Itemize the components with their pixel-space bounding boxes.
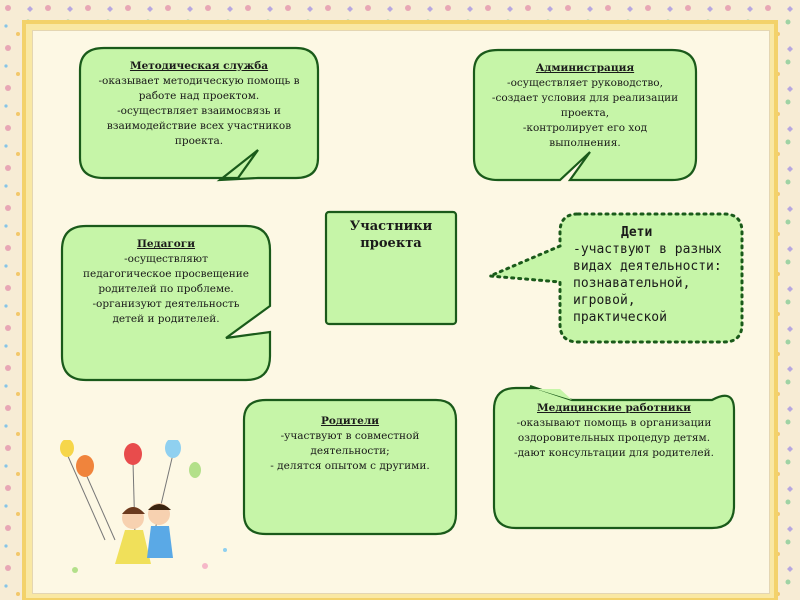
node-med: Медицинские работники -оказывают помощь … (498, 401, 730, 461)
node-roditeli: Родители -участвуют в совместной деятель… (248, 414, 452, 474)
node-med-title: Медицинские работники (537, 402, 691, 414)
bubble-roditeli (242, 398, 458, 536)
node-roditeli-line: -участвуют в совместной (280, 430, 420, 442)
bubble-pedagogi (60, 224, 272, 382)
bubble-metod (78, 46, 320, 182)
node-metod-line: -осуществляет взаимосвязь и (117, 105, 281, 117)
node-metod-line: взаимодействие всех участников (106, 120, 292, 132)
center-title-line: проекта (360, 236, 422, 251)
node-pedagogi-line: -организуют деятельность (92, 298, 240, 310)
node-admin-line: -осуществляет руководство, (507, 77, 663, 89)
node-med-line: -оказывают помощь в организации (516, 417, 712, 429)
balloon-icon (76, 455, 94, 477)
node-pedagogi-line: педагогическое просвещение (83, 268, 249, 280)
node-deti-line: познавательной, (573, 276, 691, 291)
node-admin-line: выполнения. (549, 137, 621, 149)
node-metod-line: -оказывает методическую помощь в (98, 75, 300, 87)
node-admin-line: -создает условия для реализации (491, 92, 679, 104)
bubble-deti (489, 212, 744, 344)
node-deti-title: Дети (621, 225, 653, 240)
node-admin: Администрация -осуществляет руководство,… (478, 61, 692, 151)
node-roditeli-line: - делятся опытом с другими. (270, 460, 430, 472)
node-pedagogi: Педагоги -осуществляют педагогическое пр… (66, 237, 266, 327)
node-deti-line: практической (573, 310, 667, 325)
node-metod-line: проекта. (174, 135, 224, 147)
balloon-icon (60, 440, 74, 457)
node-deti: Дети -участвуют в разных видах деятельно… (573, 224, 743, 326)
node-deti-line: видах деятельности: (573, 259, 722, 274)
node-pedagogi-title: Педагоги (136, 238, 196, 250)
node-med-line: -дают консультации для родителей. (514, 447, 714, 459)
node-admin-line: проекта, (560, 107, 610, 119)
node-metod: Методическая служба -оказывает методичес… (86, 59, 312, 149)
children-with-balloons-illustration (60, 440, 227, 573)
bubble-admin (472, 48, 698, 182)
node-metod-line: работе над проектом. (138, 90, 260, 102)
node-metod-title: Методическая служба (129, 60, 269, 72)
center-box (324, 210, 458, 326)
balloon-icon (165, 440, 181, 458)
node-deti-line: игровой, (573, 293, 636, 308)
node-med-line: оздоровительных процедур детям. (517, 432, 711, 444)
center-title: Участники проекта (326, 218, 456, 252)
node-pedagogi-line: родителей по проблеме. (98, 283, 234, 295)
node-pedagogi-line: -осуществляют (124, 253, 208, 265)
center-title-line: Участники (349, 219, 433, 234)
bubble-med (492, 384, 736, 530)
balloon-icon (124, 443, 142, 465)
node-deti-line: -участвуют в разных (573, 242, 722, 257)
node-roditeli-line: деятельности; (310, 445, 390, 457)
node-admin-line: -контролирует его ход (522, 122, 648, 134)
node-roditeli-title: Родители (320, 415, 380, 427)
bubble-med-tail (536, 389, 572, 400)
balloon-icon (189, 462, 201, 478)
node-pedagogi-line: детей и родителей. (112, 313, 220, 325)
node-admin-title: Администрация (535, 62, 635, 74)
